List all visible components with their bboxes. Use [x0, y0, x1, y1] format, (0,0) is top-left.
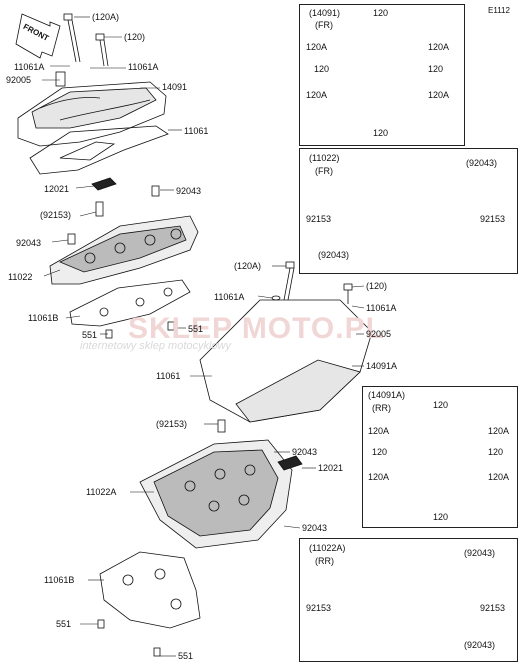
- inset-front-head-title: (11022): [309, 153, 340, 163]
- callout-14091a: 14091A: [366, 361, 398, 371]
- plug-12021-rear: [277, 455, 303, 471]
- inset-front-cover-l8: 120: [373, 128, 389, 138]
- inset-front-cover-l1: 120: [373, 8, 389, 18]
- inset-front-cover: [299, 4, 465, 146]
- callout-11061a-left: 11061A: [14, 62, 45, 72]
- inset-front-head: [299, 148, 518, 274]
- front-arrow-icon: [15, 13, 61, 59]
- gasket-11061b: [69, 279, 191, 327]
- callout-551-c: 551: [56, 619, 72, 629]
- inset-rear-cover-sub: (RR): [372, 403, 391, 413]
- inset-rear-cover-l6: 120A: [368, 472, 390, 482]
- diagram-code: E1112: [488, 6, 510, 15]
- leader-lines: [42, 16, 365, 657]
- callout-11061a-mid-right: 11061A: [366, 303, 397, 313]
- callout-92043-a: 92043: [176, 186, 202, 196]
- washer-11061a: [271, 295, 281, 301]
- inset-rear-cover: [362, 386, 518, 528]
- inset-rear-cover-l8: 120: [433, 512, 449, 522]
- callout-92153-rear: (92153): [156, 419, 188, 429]
- watermark-brand: SKLEP MOTO.PL: [128, 312, 385, 345]
- callout-92043-c: 92043: [292, 447, 318, 457]
- inset-rear-head-l4: (92043): [464, 640, 496, 650]
- rear-cylinder-head: [139, 439, 293, 549]
- gasket-11061: [29, 125, 169, 175]
- callout-92153: (92153): [40, 210, 72, 220]
- inset-front-cover-l6: 120A: [306, 90, 328, 100]
- inset-rear-head-l2: 92153: [306, 603, 332, 613]
- callout-11022: 11022: [8, 272, 33, 282]
- callout-92005-mid: 92005: [366, 329, 392, 339]
- dowel-pin-92043: [151, 185, 160, 197]
- callout-11061b-rear: 11061B: [44, 575, 75, 585]
- inset-rear-head-l1: (92043): [464, 548, 496, 558]
- callout-11061a-mid-left: 11061A: [214, 292, 245, 302]
- inset-rear-cover-l2: 120A: [368, 426, 390, 436]
- inset-rear-head-l3: 92153: [480, 603, 506, 613]
- bolt-92153: [95, 201, 104, 217]
- bolt-120: [95, 33, 109, 67]
- callout-12021-rear: 12021: [318, 463, 344, 473]
- inset-front-cover-title: (14091): [309, 8, 341, 18]
- callout-11061a-right: 11061A: [128, 62, 159, 72]
- callout-120-mid: (120): [366, 281, 388, 291]
- plug-12021: [91, 177, 117, 191]
- bolt-92153-rear: [217, 419, 226, 433]
- callout-11061-mid: 11061: [156, 371, 181, 381]
- pin-551-rear-b: [153, 647, 161, 657]
- inset-front-head-l1: (92043): [466, 158, 498, 168]
- inset-front-cover-l7: 120A: [428, 90, 450, 100]
- inset-front-head-l3: 92153: [480, 214, 506, 224]
- callout-120-top: (120): [124, 32, 146, 42]
- bolt-120-rear: [343, 283, 353, 304]
- front-cylinder-head: [49, 215, 199, 285]
- inset-front-head-l2: 92153: [306, 214, 332, 224]
- pin-551-rear: [97, 619, 105, 629]
- callout-551-d: 551: [178, 651, 194, 661]
- watermark-tagline: internetowy sklep motocyklowy: [80, 340, 232, 352]
- callout-14091: 14091: [162, 82, 188, 92]
- callout-11061: 11061: [184, 126, 209, 136]
- callout-11061b: 11061B: [28, 313, 59, 323]
- inset-rear-cover-l5: 120: [488, 447, 504, 457]
- callout-551-a: 551: [82, 330, 98, 340]
- inset-front-cover-sub: (FR): [315, 20, 333, 30]
- inset-front-cover-l2: 120A: [306, 42, 328, 52]
- callout-120a-mid: (120A): [234, 261, 262, 271]
- bolt-120a: [63, 13, 81, 63]
- inset-rear-cover-l4: 120: [372, 447, 388, 457]
- dowel-pin-92043b: [67, 233, 76, 245]
- rear-cylinder-head-cover: [199, 299, 373, 423]
- front-cylinder-head-cover: [17, 71, 167, 147]
- inset-rear-head-title: (11022A): [309, 543, 346, 553]
- callout-120a-top: (120A): [92, 12, 120, 22]
- bolt-120a-rear: [283, 261, 295, 301]
- inset-rear-cover-l7: 120A: [488, 472, 510, 482]
- callout-551-b: 551: [188, 324, 204, 334]
- inset-front-head-l4: (92043): [318, 250, 350, 260]
- inset-rear-cover-l3: 120A: [488, 426, 510, 436]
- callout-11022a: 11022A: [86, 487, 117, 497]
- callout-92043-b: 92043: [16, 238, 42, 248]
- gasket-11061b-rear: [99, 551, 201, 629]
- callout-92005: 92005: [6, 75, 32, 85]
- callout-12021: 12021: [44, 184, 70, 194]
- inset-front-head-sub: (FR): [315, 166, 333, 176]
- callout-92043-d: 92043: [302, 523, 328, 533]
- inset-rear-cover-l1: 120: [433, 400, 449, 410]
- inset-rear-cover-title: (14091A): [368, 390, 406, 400]
- inset-rear-head: [299, 538, 518, 662]
- inset-front-cover-l5: 120: [428, 64, 444, 74]
- inset-front-cover-l4: 120: [314, 64, 330, 74]
- inset-front-cover-l3: 120A: [428, 42, 450, 52]
- pin-551b: [167, 321, 175, 331]
- inset-rear-head-sub: (RR): [315, 556, 334, 566]
